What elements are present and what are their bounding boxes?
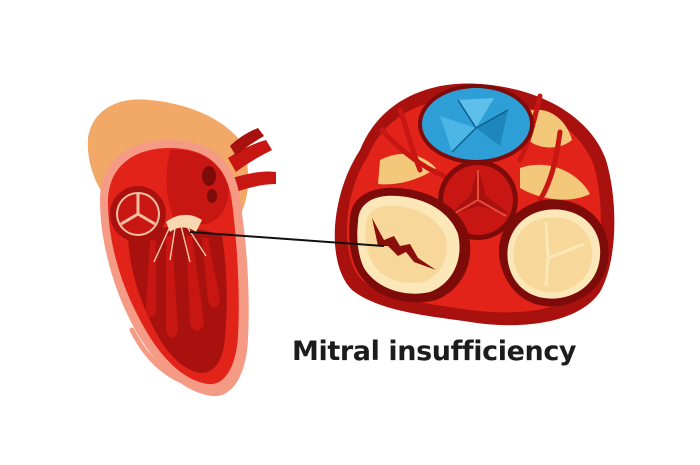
- great-vessel: [230, 128, 264, 156]
- vessel-opening: [202, 166, 216, 186]
- pulmonary-valve-icon: [418, 84, 534, 164]
- great-vessel: [228, 140, 272, 172]
- fat-deposit: [520, 164, 590, 200]
- mitral-leaflet: [166, 214, 202, 232]
- mitral-tear-icon: [372, 218, 436, 270]
- aortic-valve-icon: [110, 186, 166, 242]
- great-vessel: [232, 171, 276, 192]
- endocardium-edge: [129, 327, 203, 389]
- vessel-opening: [207, 189, 217, 203]
- caption-label: Mitral insufficiency: [292, 336, 577, 367]
- heart-section-icon: [87, 99, 276, 397]
- pointer-line: [189, 231, 385, 247]
- valve-plane-icon: [334, 83, 615, 326]
- mitral-valve-icon: [349, 187, 471, 303]
- papillary-muscles: [146, 236, 220, 338]
- tricuspid-valve-icon: [498, 199, 609, 307]
